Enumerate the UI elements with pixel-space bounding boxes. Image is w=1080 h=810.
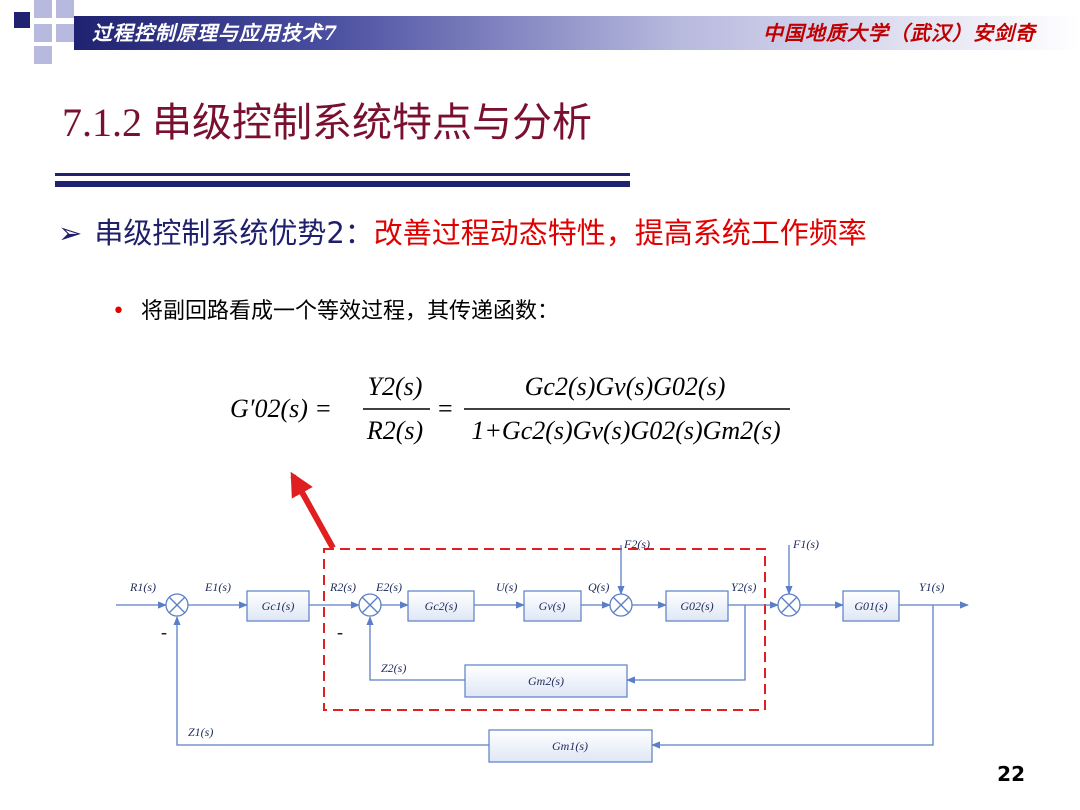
block-gc2-label: Gc2(s) <box>425 599 458 613</box>
formula-equals: = <box>438 394 453 423</box>
header-square-deco <box>14 12 30 28</box>
sub-bullet: • 将副回路看成一个等效过程，其传递函数： <box>112 293 559 325</box>
signal-e2: E2(s) <box>375 580 402 594</box>
sum-junction-1 <box>165 593 189 617</box>
block-gc2 <box>407 590 475 622</box>
formula-frac2-num: Gc2(s)Gv(s)G02(s) <box>525 372 726 401</box>
block-gm2 <box>464 664 628 698</box>
signal-y2: Y2(s) <box>731 580 756 594</box>
block-g01 <box>842 590 900 622</box>
signal-r2: R2(s) <box>329 580 356 594</box>
minus-sign-2: - <box>337 622 343 642</box>
title-divider <box>55 173 630 176</box>
main-bullet: ➢ 串级控制系统优势2：改善过程动态特性，提高系统工作频率 <box>58 210 867 252</box>
transfer-function-formula: G′02(s) = Y2(s) R2(s) = Gc2(s)Gv(s)G02(s… <box>230 372 790 445</box>
signal-e1: E1(s) <box>204 580 231 594</box>
page-number: 22 <box>997 762 1025 786</box>
formula-frac1-num: Y2(s) <box>368 372 423 401</box>
section-number: 7.1.2 <box>62 100 142 145</box>
signal-y1: Y1(s) <box>919 580 944 594</box>
header-square-deco <box>34 0 52 18</box>
block-g02-label: G02(s) <box>680 599 713 613</box>
block-g01-label: G01(s) <box>854 599 887 613</box>
signal-u: U(s) <box>496 580 517 594</box>
arrow-bullet-icon: ➢ <box>58 216 83 250</box>
sub-bullet-text: 将副回路看成一个等效过程，其传递函数： <box>140 299 559 324</box>
signal-f2: F2(s) <box>623 537 650 551</box>
formula-frac1-den: R2(s) <box>366 416 423 445</box>
minus-sign-1: - <box>161 622 167 642</box>
bullet-highlight: 改善过程动态特性，提高系统工作频率 <box>373 216 867 250</box>
formula-lhs: G′02(s) = <box>230 394 332 423</box>
formula-frac2-den: 1+Gc2(s)Gv(s)G02(s)Gm2(s) <box>471 416 780 445</box>
signal-f1: F1(s) <box>792 537 819 551</box>
header-square-deco <box>56 0 74 18</box>
section-title: 串级控制系统特点与分析 <box>152 100 592 146</box>
title-divider-thick <box>55 181 630 187</box>
block-g02 <box>665 590 729 622</box>
page-title: 7.1.2 串级控制系统特点与分析 <box>62 90 592 148</box>
block-gc1-label: Gc1(s) <box>262 599 295 613</box>
sum-junction-4 <box>777 593 801 617</box>
signal-z1: Z1(s) <box>188 725 213 739</box>
block-gm1-label: Gm1(s) <box>552 739 588 753</box>
red-pointer-arrow <box>290 471 336 550</box>
header-square-deco <box>56 24 74 42</box>
header-gradient-bar <box>74 16 1080 50</box>
header-square-deco <box>34 24 52 42</box>
signal-r1: R1(s) <box>129 580 156 594</box>
block-gv-label: Gv(s) <box>539 599 566 613</box>
signal-z2: Z2(s) <box>381 661 406 675</box>
sum-junction-3 <box>609 593 633 617</box>
course-title: 过程控制原理与应用技术7 <box>92 21 338 45</box>
block-gm1 <box>488 729 653 763</box>
header-square-deco <box>34 46 52 64</box>
block-gc1 <box>246 590 310 622</box>
bullet-label: 串级控制系统优势2： <box>94 216 374 250</box>
inner-loop-dashed-box <box>323 548 766 711</box>
slide-header: 过程控制原理与应用技术7 中国地质大学（武汉）安剑奇 <box>0 0 1080 64</box>
sum-junction-2 <box>358 593 382 617</box>
block-gm2-label: Gm2(s) <box>528 674 564 688</box>
author-affiliation: 中国地质大学（武汉）安剑奇 <box>763 21 1036 45</box>
block-gv <box>523 590 582 622</box>
signal-q: Q(s) <box>588 580 609 594</box>
dot-bullet-icon: • <box>112 299 125 324</box>
